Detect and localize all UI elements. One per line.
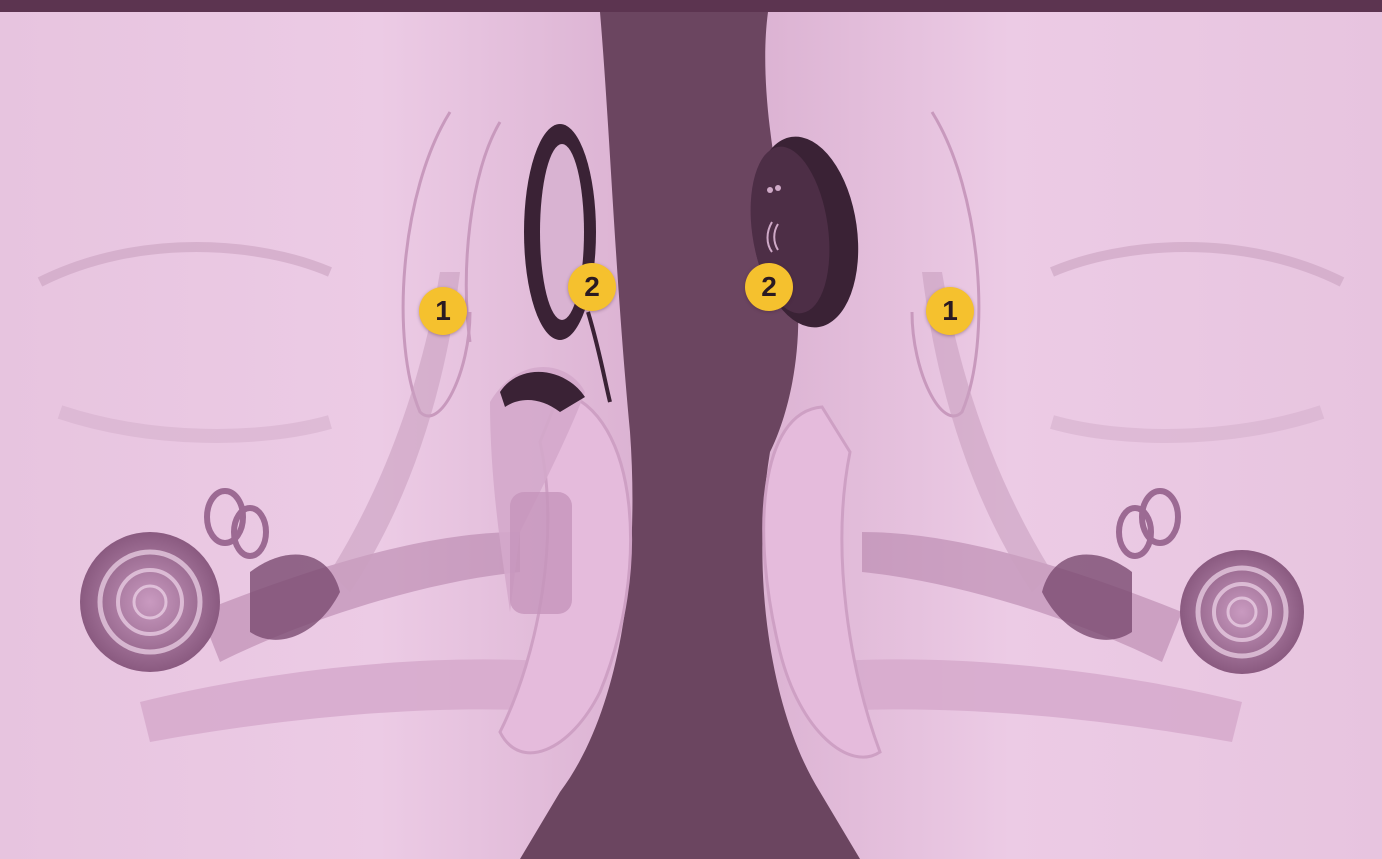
callout-badge-left-2: 2 — [568, 263, 616, 311]
top-bar — [0, 0, 1382, 12]
callout-badge-right-2: 2 — [745, 263, 793, 311]
callout-badge-left-1: 1 — [419, 287, 467, 335]
left-head — [0, 12, 632, 859]
ear-anatomy-illustration — [0, 12, 1382, 859]
callout-badge-right-1: 1 — [926, 287, 974, 335]
right-head — [740, 12, 1382, 859]
